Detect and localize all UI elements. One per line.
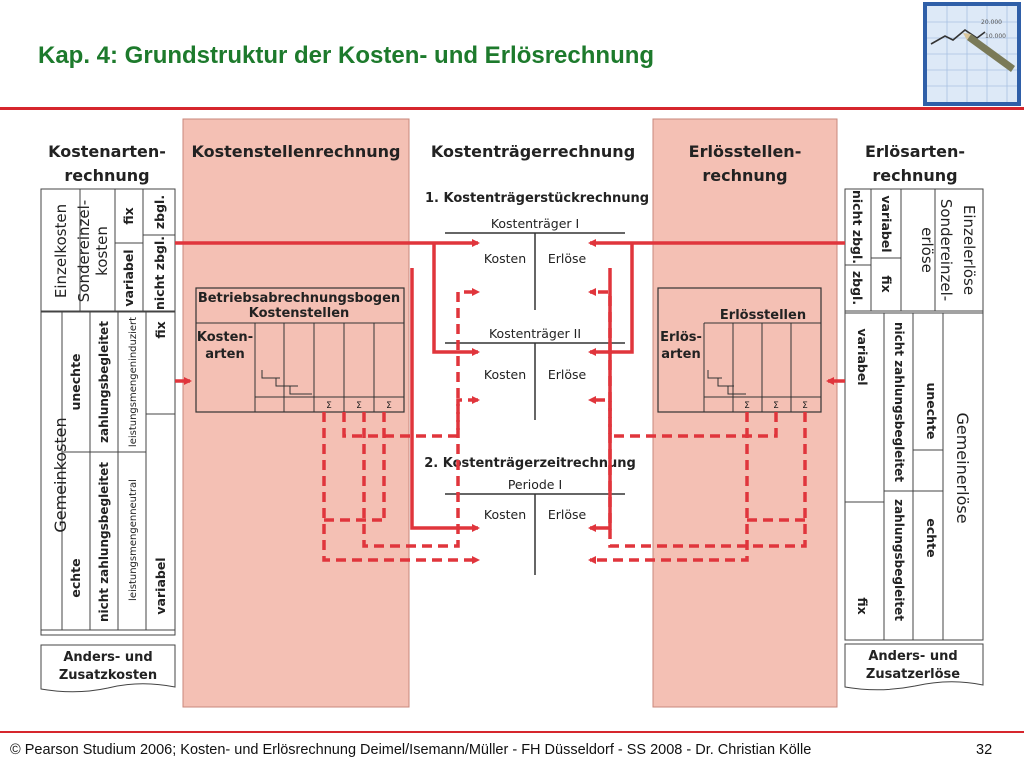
label-sondereinzelerloese-2: erlöse bbox=[918, 227, 936, 273]
label-unechte: unechte bbox=[68, 353, 83, 410]
erloes-sigma-1: Σ bbox=[744, 401, 750, 411]
center-kosten-2: Kosten bbox=[484, 367, 526, 382]
label-fix-2: fix bbox=[153, 321, 168, 338]
erloesstellen-box-title: Erlösstellen bbox=[720, 308, 806, 323]
bab-rows-1: Kosten- bbox=[197, 330, 253, 345]
logo-label-2: 10.000 bbox=[985, 33, 1006, 40]
label-r-fix-2: fix bbox=[855, 597, 870, 614]
bab-title-1: Betriebsabrechnungsbogen bbox=[198, 291, 400, 306]
center-kt1: Kostenträger I bbox=[491, 216, 579, 231]
label-gemeinkosten: Gemeinkosten bbox=[51, 417, 70, 532]
center-kosten-3: Kosten bbox=[484, 507, 526, 522]
label-leistungsmengeninduziert: leistungsmengeninduziert bbox=[128, 317, 139, 447]
center-kosten-1: Kosten bbox=[484, 251, 526, 266]
label-sondereinzelkosten-2: kosten bbox=[93, 226, 111, 276]
t-accounts bbox=[445, 232, 625, 575]
label-fix: fix bbox=[121, 207, 136, 224]
erloesstellen-panel bbox=[652, 118, 838, 708]
dashed-flow-arrows bbox=[322, 288, 807, 564]
label-anders-kosten-2: Zusatzkosten bbox=[59, 668, 157, 683]
erloes-sigma-3: Σ bbox=[802, 401, 808, 411]
bab-title-2: Kostenstellen bbox=[249, 306, 350, 321]
erloesstellen-box-rows-2: arten bbox=[661, 347, 700, 362]
label-variabel-2: variabel bbox=[153, 557, 168, 614]
bab-rows-2: arten bbox=[205, 347, 244, 362]
label-r-echte: echte bbox=[924, 518, 939, 557]
erloesarten-column bbox=[844, 188, 984, 691]
header-kostenarten-2: rechnung bbox=[64, 166, 149, 185]
label-zbgl: zbgl. bbox=[152, 195, 167, 229]
label-einzelkosten: Einzelkosten bbox=[52, 204, 70, 298]
center-erloese-2: Erlöse bbox=[548, 367, 587, 382]
header-kostentraeger: Kostenträgerrechnung bbox=[431, 142, 635, 161]
slide-footer: © Pearson Studium 2006; Kosten- und Erlö… bbox=[10, 742, 812, 758]
kostenstellen-panel bbox=[182, 118, 410, 708]
label-zahlungsbegleitet: zahlungsbegleitet bbox=[97, 321, 111, 443]
label-leistungsmengenneutral: leistungsmengenneutral bbox=[128, 479, 139, 601]
label-anders-erloese-2: Zusatzerlöse bbox=[866, 667, 960, 682]
header-kostenarten-1: Kostenarten- bbox=[48, 142, 166, 161]
solid-flow-arrows bbox=[175, 239, 845, 532]
label-anders-kosten-1: Anders- und bbox=[63, 650, 152, 665]
center-sec2: 2. Kostenträgerzeitrechnung bbox=[424, 456, 636, 471]
header-erloesarten-1: Erlösarten- bbox=[865, 142, 965, 161]
label-r-nicht-zahlungsbegleitet: nicht zahlungsbegleitet bbox=[892, 322, 906, 482]
bab-sigma-1: Σ bbox=[326, 401, 332, 411]
label-r-zbgl: zbgl. bbox=[850, 271, 865, 305]
label-r-zahlungsbegleitet: zahlungsbegleitet bbox=[892, 499, 906, 621]
header-erloesarten-2: rechnung bbox=[872, 166, 957, 185]
label-sondereinzelerloese-1: Sondereinzel- bbox=[937, 199, 955, 301]
chart-pencil-logo: 20.000 10.000 bbox=[923, 2, 1021, 106]
bab-sigma-2: Σ bbox=[356, 401, 362, 411]
erloesstellen-box bbox=[657, 287, 822, 413]
logo-label-1: 20.000 bbox=[981, 19, 1002, 26]
center-erloese-3: Erlöse bbox=[548, 507, 587, 522]
header-kostenstellen: Kostenstellenrechnung bbox=[192, 142, 401, 161]
header-erloesstellen-2: rechnung bbox=[702, 166, 787, 185]
label-r-variabel: variabel bbox=[879, 195, 894, 252]
header-erloesstellen-1: Erlösstellen- bbox=[689, 142, 802, 161]
center-erloese-1: Erlöse bbox=[548, 251, 587, 266]
kostenarten-column bbox=[40, 188, 176, 693]
label-variabel: variabel bbox=[121, 249, 136, 306]
page-number: 32 bbox=[976, 742, 993, 758]
label-sondereinzelkosten-1: Sondereinzel- bbox=[75, 200, 93, 302]
center-periode: Periode I bbox=[508, 477, 562, 492]
label-r-variabel-2: variabel bbox=[855, 328, 870, 385]
label-nicht-zbgl: nicht zbgl. bbox=[152, 236, 167, 310]
bab-sigma-3: Σ bbox=[386, 401, 392, 411]
slide-title: Kap. 4: Grundstruktur der Kosten- und Er… bbox=[38, 42, 655, 69]
label-nicht-zahlungsbegleitet: nicht zahlungsbegleitet bbox=[97, 462, 111, 622]
center-sec1: 1. Kostenträgerstückrechnung bbox=[425, 191, 649, 206]
label-r-fix: fix bbox=[879, 275, 894, 292]
erloes-sigma-2: Σ bbox=[773, 401, 779, 411]
label-einzelerloese: Einzelerlöse bbox=[960, 205, 978, 295]
bab-box bbox=[195, 287, 405, 413]
center-kt2: Kostenträger II bbox=[489, 326, 581, 341]
label-anders-erloese-1: Anders- und bbox=[868, 649, 957, 664]
label-r-unechte: unechte bbox=[924, 382, 939, 439]
label-echte: echte bbox=[68, 558, 83, 597]
label-gemeinerloese: Gemeinerlöse bbox=[953, 412, 972, 523]
erloesstellen-box-rows-1: Erlös- bbox=[660, 330, 702, 345]
title-divider bbox=[0, 107, 1024, 110]
label-r-nicht-zbgl: nicht zbgl. bbox=[850, 190, 865, 264]
footer-divider bbox=[0, 731, 1024, 733]
